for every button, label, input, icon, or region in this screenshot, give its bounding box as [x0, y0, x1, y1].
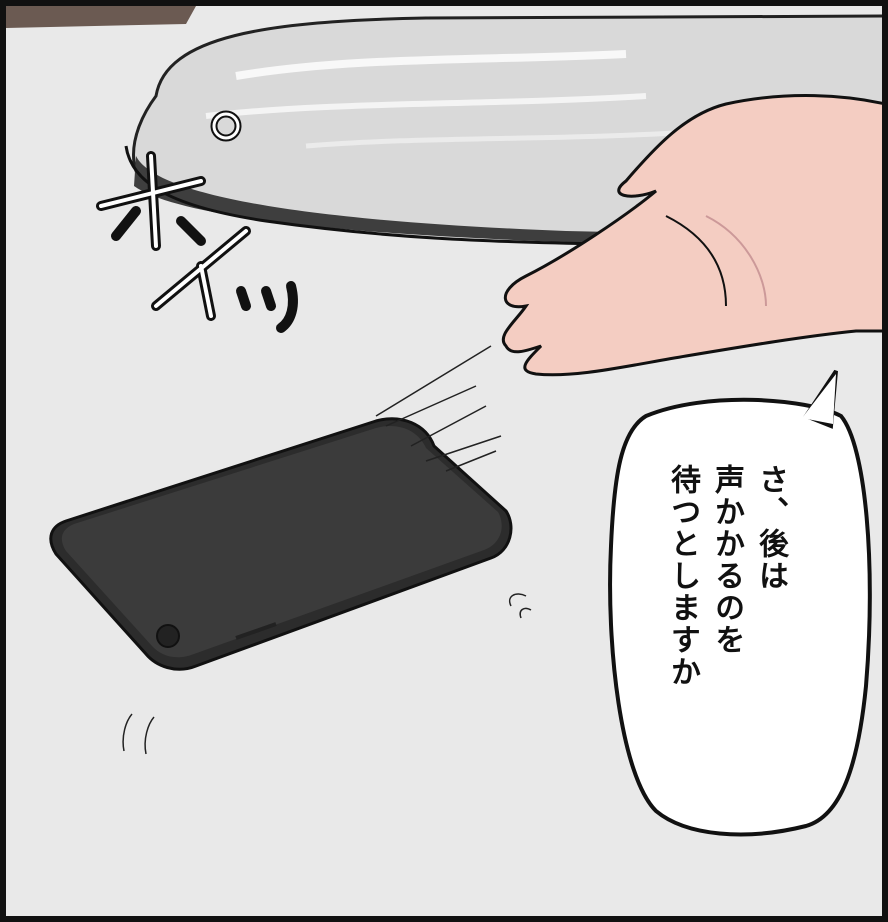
speech-bubble: [608, 397, 872, 837]
phone: [49, 417, 513, 671]
speech-line-2: 声かかるのを: [709, 464, 744, 656]
speech-line-3: 待つとしますか: [665, 464, 700, 688]
speech-line-1: さ、後は: [753, 464, 788, 592]
speech-bubble-text: さ、後は 声かかるのを 待つとしますか: [642, 464, 792, 784]
motion-lines: [122, 345, 532, 755]
wall-edge: [6, 6, 196, 28]
hand: [502, 94, 882, 377]
panel-artwork: [6, 6, 882, 916]
